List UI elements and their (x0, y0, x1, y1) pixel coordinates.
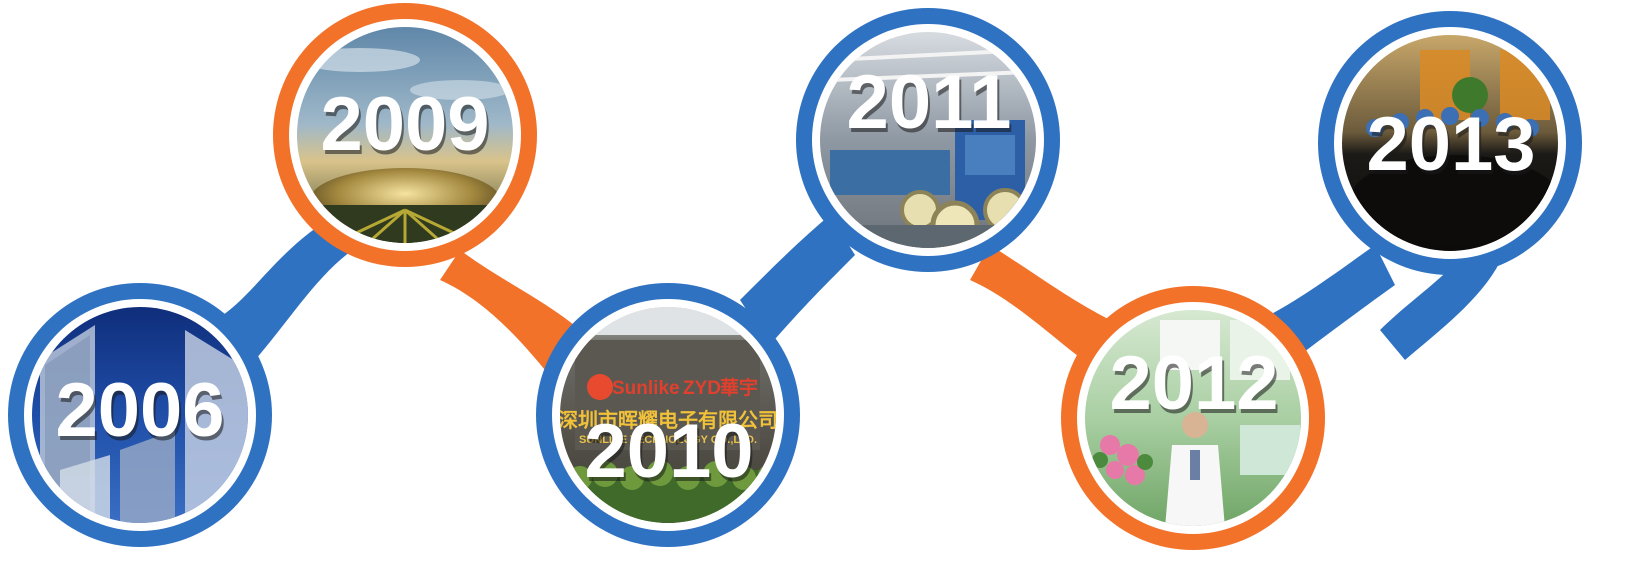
year-label: 2010 (584, 409, 753, 494)
year-label: 2006 (55, 368, 224, 453)
year-label: 2013 (1366, 102, 1535, 187)
connector-2010-2011 (740, 215, 855, 345)
sign-logo-left: Sunlike (612, 378, 680, 399)
photo-skyscrapers (32, 307, 248, 523)
year-label: 2012 (1109, 341, 1278, 426)
milestone-2006[interactable]: 2006 2006 (8, 283, 272, 547)
connector-2011-2012 (970, 245, 1110, 365)
svg-text:2009: 2009 (322, 86, 491, 171)
connector-2009-2010 (440, 250, 580, 370)
milestone-2013[interactable]: 2013 2013 (1318, 11, 1582, 275)
sign-company-en: SUNLIKE TECHNOLOGY CO.,LTD. (579, 434, 757, 446)
milestone-2010[interactable]: Sunlike ZYD 華宇 深圳市晖耀电子有限公司 SUNLIKE TECHN… (536, 283, 800, 547)
year-label: 2011 (847, 60, 1012, 145)
sign-logo-right: ZYD (683, 378, 721, 399)
svg-text:2010: 2010 (586, 413, 755, 498)
photo-factory (820, 32, 1036, 248)
connector-2006-2009 (215, 225, 360, 360)
svg-text:2011: 2011 (849, 64, 1014, 149)
connector-2013-tail (1380, 245, 1500, 360)
year-label: 2009 (320, 82, 489, 167)
svg-text:2013: 2013 (1368, 106, 1537, 191)
milestone-2009[interactable]: 2009 2009 (273, 3, 537, 267)
sign-company-cn: 深圳市晖耀电子有限公司 (558, 408, 778, 432)
milestone-2012[interactable]: 2012 2012 (1061, 286, 1325, 550)
timeline-connectors (215, 215, 1500, 370)
photo-trade-show (1085, 310, 1301, 526)
sign-logo-right-cn: 華宇 (720, 376, 758, 399)
svg-text:2006: 2006 (57, 372, 226, 457)
milestone-2011[interactable]: 2011 2011 (796, 8, 1060, 272)
svg-text:2012: 2012 (1111, 345, 1280, 430)
